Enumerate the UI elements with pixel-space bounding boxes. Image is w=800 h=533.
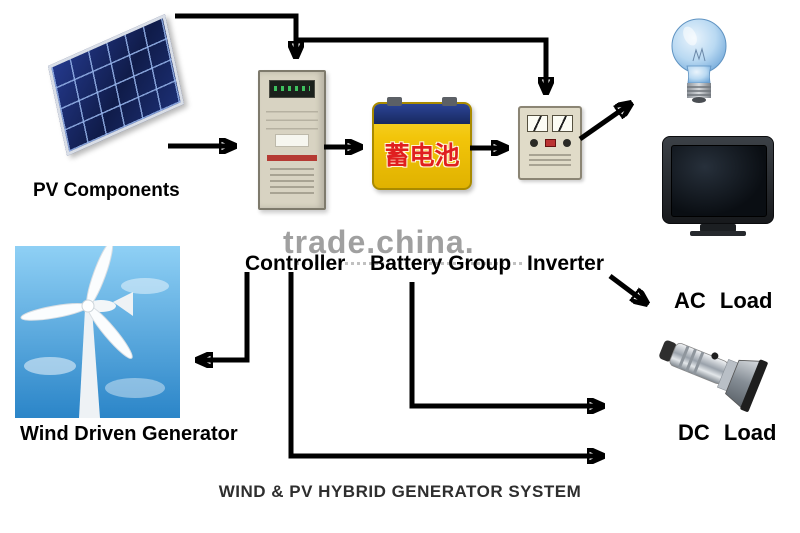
arrow-controller-to-wind bbox=[198, 272, 250, 360]
inverter-controls bbox=[520, 139, 580, 147]
arrow-controller-to-dc-load bbox=[288, 272, 602, 456]
arrow-pv-to-controller-top bbox=[175, 13, 296, 56]
watermark-text: trade.china. bbox=[283, 224, 475, 260]
light-bulb-icon bbox=[666, 16, 732, 108]
wind-turbine-image bbox=[15, 241, 180, 418]
controller-label: Controller bbox=[245, 252, 346, 275]
arrow-branch-to-inverter-top bbox=[296, 37, 546, 92]
monitor-image bbox=[662, 136, 774, 224]
arrow-battery-to-dc-load bbox=[409, 282, 602, 406]
controller-red-band bbox=[267, 155, 317, 161]
ac-load-label: AC Load bbox=[674, 288, 773, 313]
battery-top-band bbox=[374, 104, 470, 124]
meter-gauge-icon bbox=[527, 115, 548, 132]
switch-icon bbox=[544, 139, 556, 147]
arrow-inverter-to-bulb bbox=[578, 104, 630, 142]
flashlight-image bbox=[650, 320, 770, 415]
wind-turbine-graphic bbox=[15, 241, 180, 418]
monitor-base bbox=[690, 231, 746, 236]
controller-display bbox=[269, 80, 315, 98]
battery-casing-text: 蓄电池 bbox=[384, 142, 460, 170]
inverter-meters bbox=[520, 115, 580, 132]
knob-icon bbox=[529, 139, 538, 147]
battery-terminal-icon bbox=[387, 97, 402, 106]
monitor-stand bbox=[700, 224, 736, 232]
inverter-image bbox=[518, 106, 582, 180]
wind-driven-generator-label: Wind Driven Generator bbox=[20, 423, 238, 445]
controller-image bbox=[258, 70, 326, 210]
controller-sticker bbox=[275, 134, 309, 147]
battery-image: 蓄电池 bbox=[372, 97, 472, 190]
monitor-screen bbox=[671, 145, 767, 217]
flashlight-graphic bbox=[659, 340, 768, 412]
dc-load-label: DC Load bbox=[678, 420, 777, 445]
controller-display-pixels bbox=[274, 86, 310, 91]
arrow-to-ac-load bbox=[608, 274, 646, 303]
inverter-label: Inverter bbox=[527, 252, 605, 275]
light-bulb-graphic bbox=[671, 18, 727, 103]
knob-icon bbox=[562, 139, 571, 147]
meter-gauge-icon bbox=[552, 115, 573, 132]
controller-grooves bbox=[266, 104, 318, 130]
battery-group-label: Battery Group bbox=[370, 252, 512, 275]
battery-terminal-icon bbox=[442, 97, 457, 106]
inverter-vents bbox=[529, 154, 571, 166]
diagram-title: WIND & PV HYBRID GENERATOR SYSTEM bbox=[218, 482, 582, 501]
controller-vents bbox=[270, 168, 314, 194]
pv-components-label: PV Components bbox=[33, 180, 180, 201]
watermark-underline bbox=[296, 262, 522, 265]
